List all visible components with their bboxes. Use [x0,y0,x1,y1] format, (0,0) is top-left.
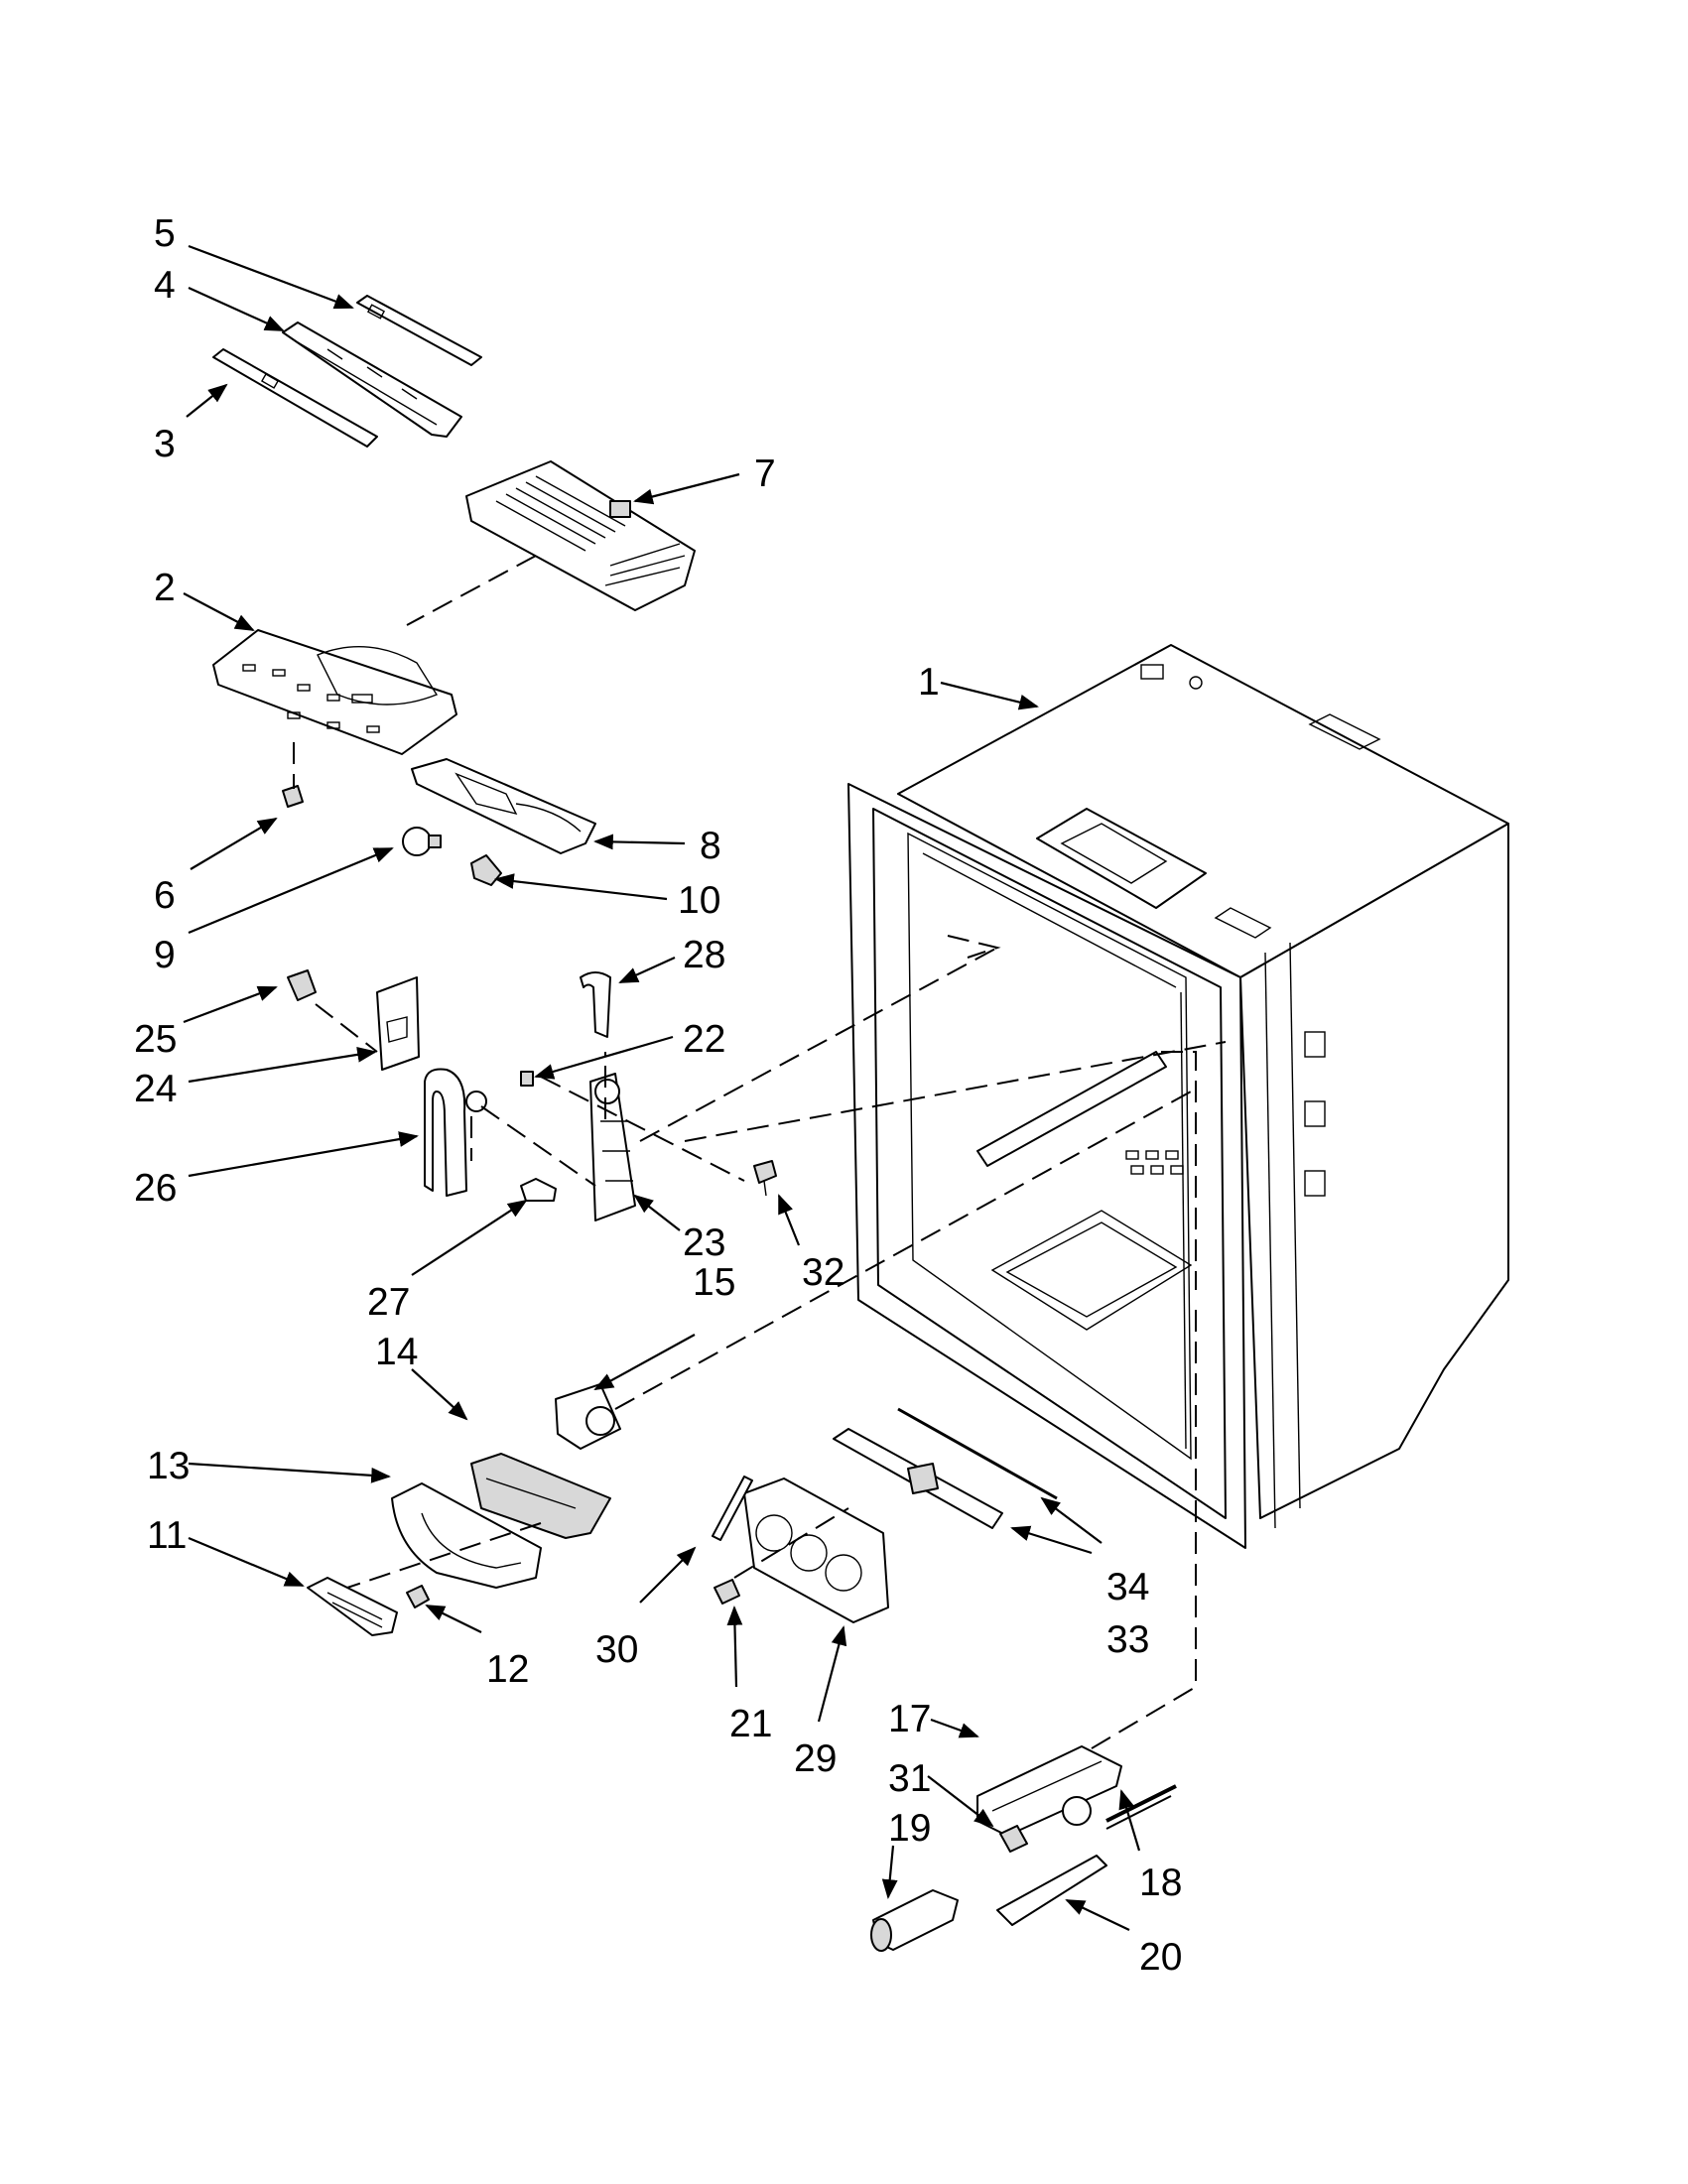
callout-3: 3 [154,423,176,465]
callout-13: 13 [147,1445,190,1487]
callout-5: 5 [154,212,176,255]
callout-26: 26 [134,1167,177,1210]
part-4-control-housing [282,321,462,438]
callout-11: 11 [147,1514,188,1557]
callout-24: 24 [134,1068,177,1110]
part-32-screw [753,1160,777,1197]
callout-28: 28 [683,934,725,976]
callout-27: 27 [367,1281,410,1324]
part-19-filter-cartridge [870,1889,959,1952]
callout-12: 12 [486,1648,529,1691]
part-24-bracket [376,976,420,1071]
callout-18: 18 [1139,1862,1182,1904]
part-11-grille [307,1577,398,1636]
part-26-tube [424,1068,487,1197]
callout-31: 31 [888,1757,931,1800]
callout-25: 25 [134,1018,177,1061]
callout-20: 20 [1139,1936,1182,1979]
alignment-lines [293,555,1227,1752]
part-5-bracket [356,295,482,366]
callout-23: 23 [683,1221,725,1264]
callout-4: 4 [154,264,176,307]
part-2-cover [212,629,457,755]
part-29-heater [743,1477,889,1623]
part-34-wire [897,1407,1058,1500]
callout-19: 19 [888,1807,931,1850]
part-22-clip [520,1071,534,1087]
part-10-socket [470,854,502,886]
callout-17: 17 [888,1698,931,1740]
part-28-gasket [580,971,611,1038]
part-7-vent-cover [465,460,696,611]
callout-32: 32 [802,1251,844,1294]
callout-10: 10 [678,879,720,922]
part-9-bulb [402,827,442,856]
callout-29: 29 [794,1737,837,1780]
callout-8: 8 [700,825,721,867]
part-31-fitting [999,1796,1092,1853]
part-17-filter-housing [976,1745,1122,1837]
part-21-screw [714,1579,740,1605]
part-6-switch [282,785,304,808]
part-33-harness-bracket [833,1428,1003,1529]
part-23-duct [589,1073,636,1221]
part-13-paddle [391,1482,542,1589]
part-30-rod [712,1476,753,1541]
part-27-clip [520,1178,557,1202]
part-25-component [287,969,317,1001]
callout-14: 14 [375,1331,418,1373]
callout-9: 9 [154,934,176,976]
callout-2: 2 [154,567,176,609]
part-3-overlay-strip [212,348,378,448]
callout-15: 15 [693,1261,735,1304]
callout-33: 33 [1106,1618,1149,1661]
part-20-cover [996,1855,1107,1926]
part-14-chute [470,1453,611,1539]
callout-22: 22 [683,1018,725,1061]
callout-21: 21 [729,1703,772,1745]
leader-lines [183,244,1141,1931]
callout-6: 6 [154,874,176,917]
callout-7: 7 [754,452,776,495]
part-15-module [555,1383,621,1450]
callout-1: 1 [918,661,940,704]
callout-labels: 5 4 3 7 2 1 6 8 9 10 28 25 22 24 26 23 3… [134,212,1182,1979]
part-8-lamp-housing [411,758,596,854]
part-1-liner [847,644,1509,1549]
callout-30: 30 [595,1628,638,1671]
part-18-tube [1105,1784,1177,1830]
part-12-screw [406,1585,430,1608]
callout-34: 34 [1106,1566,1149,1608]
